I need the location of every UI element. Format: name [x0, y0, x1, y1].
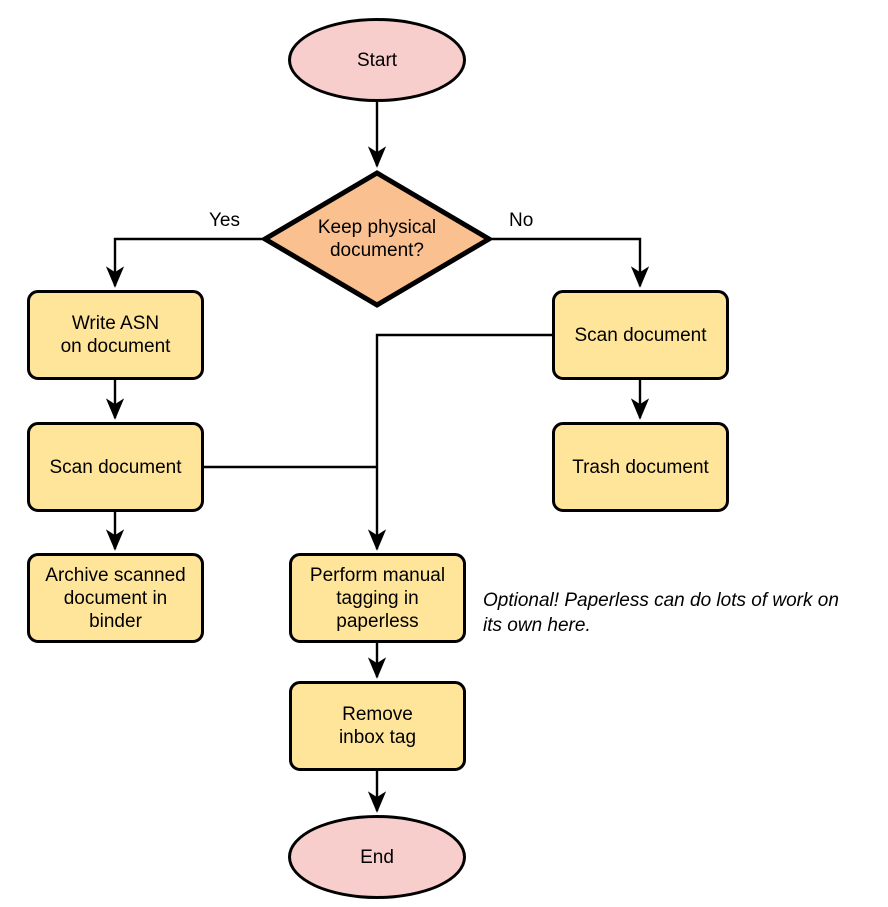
- node-start-label: Start: [356, 49, 398, 71]
- node-end[interactable]: End: [288, 815, 466, 899]
- node-decision-label-line1: Keep physical: [317, 217, 437, 238]
- diamond-shape: [262, 170, 492, 308]
- node-archive-scanned-document[interactable]: Archive scanned document in binder: [27, 553, 204, 643]
- edge-label-no: No: [509, 210, 534, 231]
- node-manual-tagging-label: Perform manual tagging in paperless: [310, 564, 445, 633]
- node-remove-inbox-label: Remove inbox tag: [339, 703, 416, 749]
- annotation-optional-note-line1: Optional! Paperless can do lots of work …: [483, 590, 839, 611]
- edge-decision-to-scan-right: [492, 237, 650, 288]
- node-scan-document-right[interactable]: Scan document: [552, 290, 729, 380]
- node-archive-label-line1: Archive scanned: [45, 564, 186, 586]
- edge-decision-to-write-asn: [105, 237, 262, 288]
- node-write-asn-label-line2: on document: [60, 336, 171, 357]
- node-trash-document-label: Trash document: [572, 456, 709, 478]
- node-scan-document-left-label: Scan document: [49, 456, 182, 478]
- node-decision-label: Keep physical document?: [262, 216, 492, 262]
- node-decision-label-line2: document?: [329, 240, 424, 261]
- node-keep-physical-document-decision[interactable]: Keep physical document?: [262, 170, 492, 308]
- node-archive-label: Archive scanned document in binder: [45, 564, 185, 633]
- node-remove-inbox-label-line2: inbox tag: [338, 727, 417, 748]
- node-manual-tagging-label-line2: tagging in: [336, 587, 419, 609]
- node-archive-label-line3: binder: [89, 610, 142, 632]
- node-write-asn-label-line1: Write ASN: [71, 313, 160, 334]
- annotation-optional-note: Optional! Paperless can do lots of work …: [483, 588, 883, 638]
- node-trash-document[interactable]: Trash document: [552, 422, 729, 512]
- node-archive-label-line2: document in: [63, 587, 168, 609]
- annotation-optional-note-line2: its own here.: [483, 615, 591, 636]
- edge-scan-right-to-manual-tagging: [367, 333, 552, 551]
- node-manual-tagging-label-line1: Perform manual: [309, 564, 446, 586]
- node-write-asn-label: Write ASN on document: [61, 312, 171, 358]
- node-manual-tagging-label-line3: paperless: [336, 610, 419, 632]
- node-start[interactable]: Start: [288, 18, 466, 102]
- node-scan-document-left[interactable]: Scan document: [27, 422, 204, 512]
- node-remove-inbox-tag[interactable]: Remove inbox tag: [289, 681, 466, 771]
- edge-label-yes: Yes: [209, 210, 240, 231]
- node-write-asn[interactable]: Write ASN on document: [27, 290, 204, 380]
- node-remove-inbox-label-line1: Remove: [342, 704, 413, 725]
- node-perform-manual-tagging[interactable]: Perform manual tagging in paperless: [289, 553, 466, 643]
- node-scan-document-right-label: Scan document: [574, 324, 707, 346]
- node-end-label: End: [360, 846, 394, 868]
